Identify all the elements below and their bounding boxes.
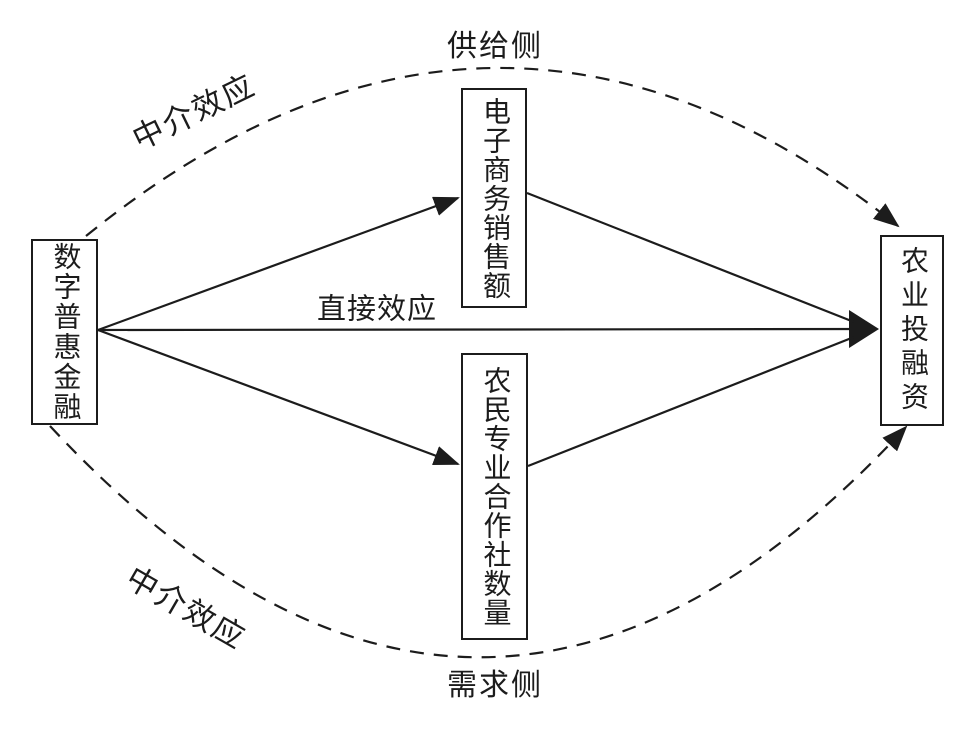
node-farmer-cooperatives-count: 农民专业合作社数量 (461, 353, 528, 640)
arrow-demand-mediator-to-outcome (527, 335, 855, 468)
arrow-predictor-to-supply-mediator (97, 196, 460, 332)
label-supply-side: 供给侧 (447, 30, 543, 63)
arc-mediation-demand (49, 425, 908, 659)
node-ecommerce-sales: 电子商务销售额 (461, 88, 527, 308)
label-demand-side: 需求侧 (447, 669, 543, 702)
arrow-supply-mediator-to-outcome (526, 191, 855, 324)
node-agricultural-investment-financing: 农业投融资 (880, 235, 944, 426)
label-direct-effect: 直接效应 (316, 293, 438, 326)
arrow-direct-effect (97, 310, 879, 349)
node-digital-inclusive-finance: 数字普惠金融 (31, 239, 98, 425)
arrow-predictor-to-demand-mediator (97, 328, 460, 466)
arc-mediation-supply (85, 66, 900, 237)
